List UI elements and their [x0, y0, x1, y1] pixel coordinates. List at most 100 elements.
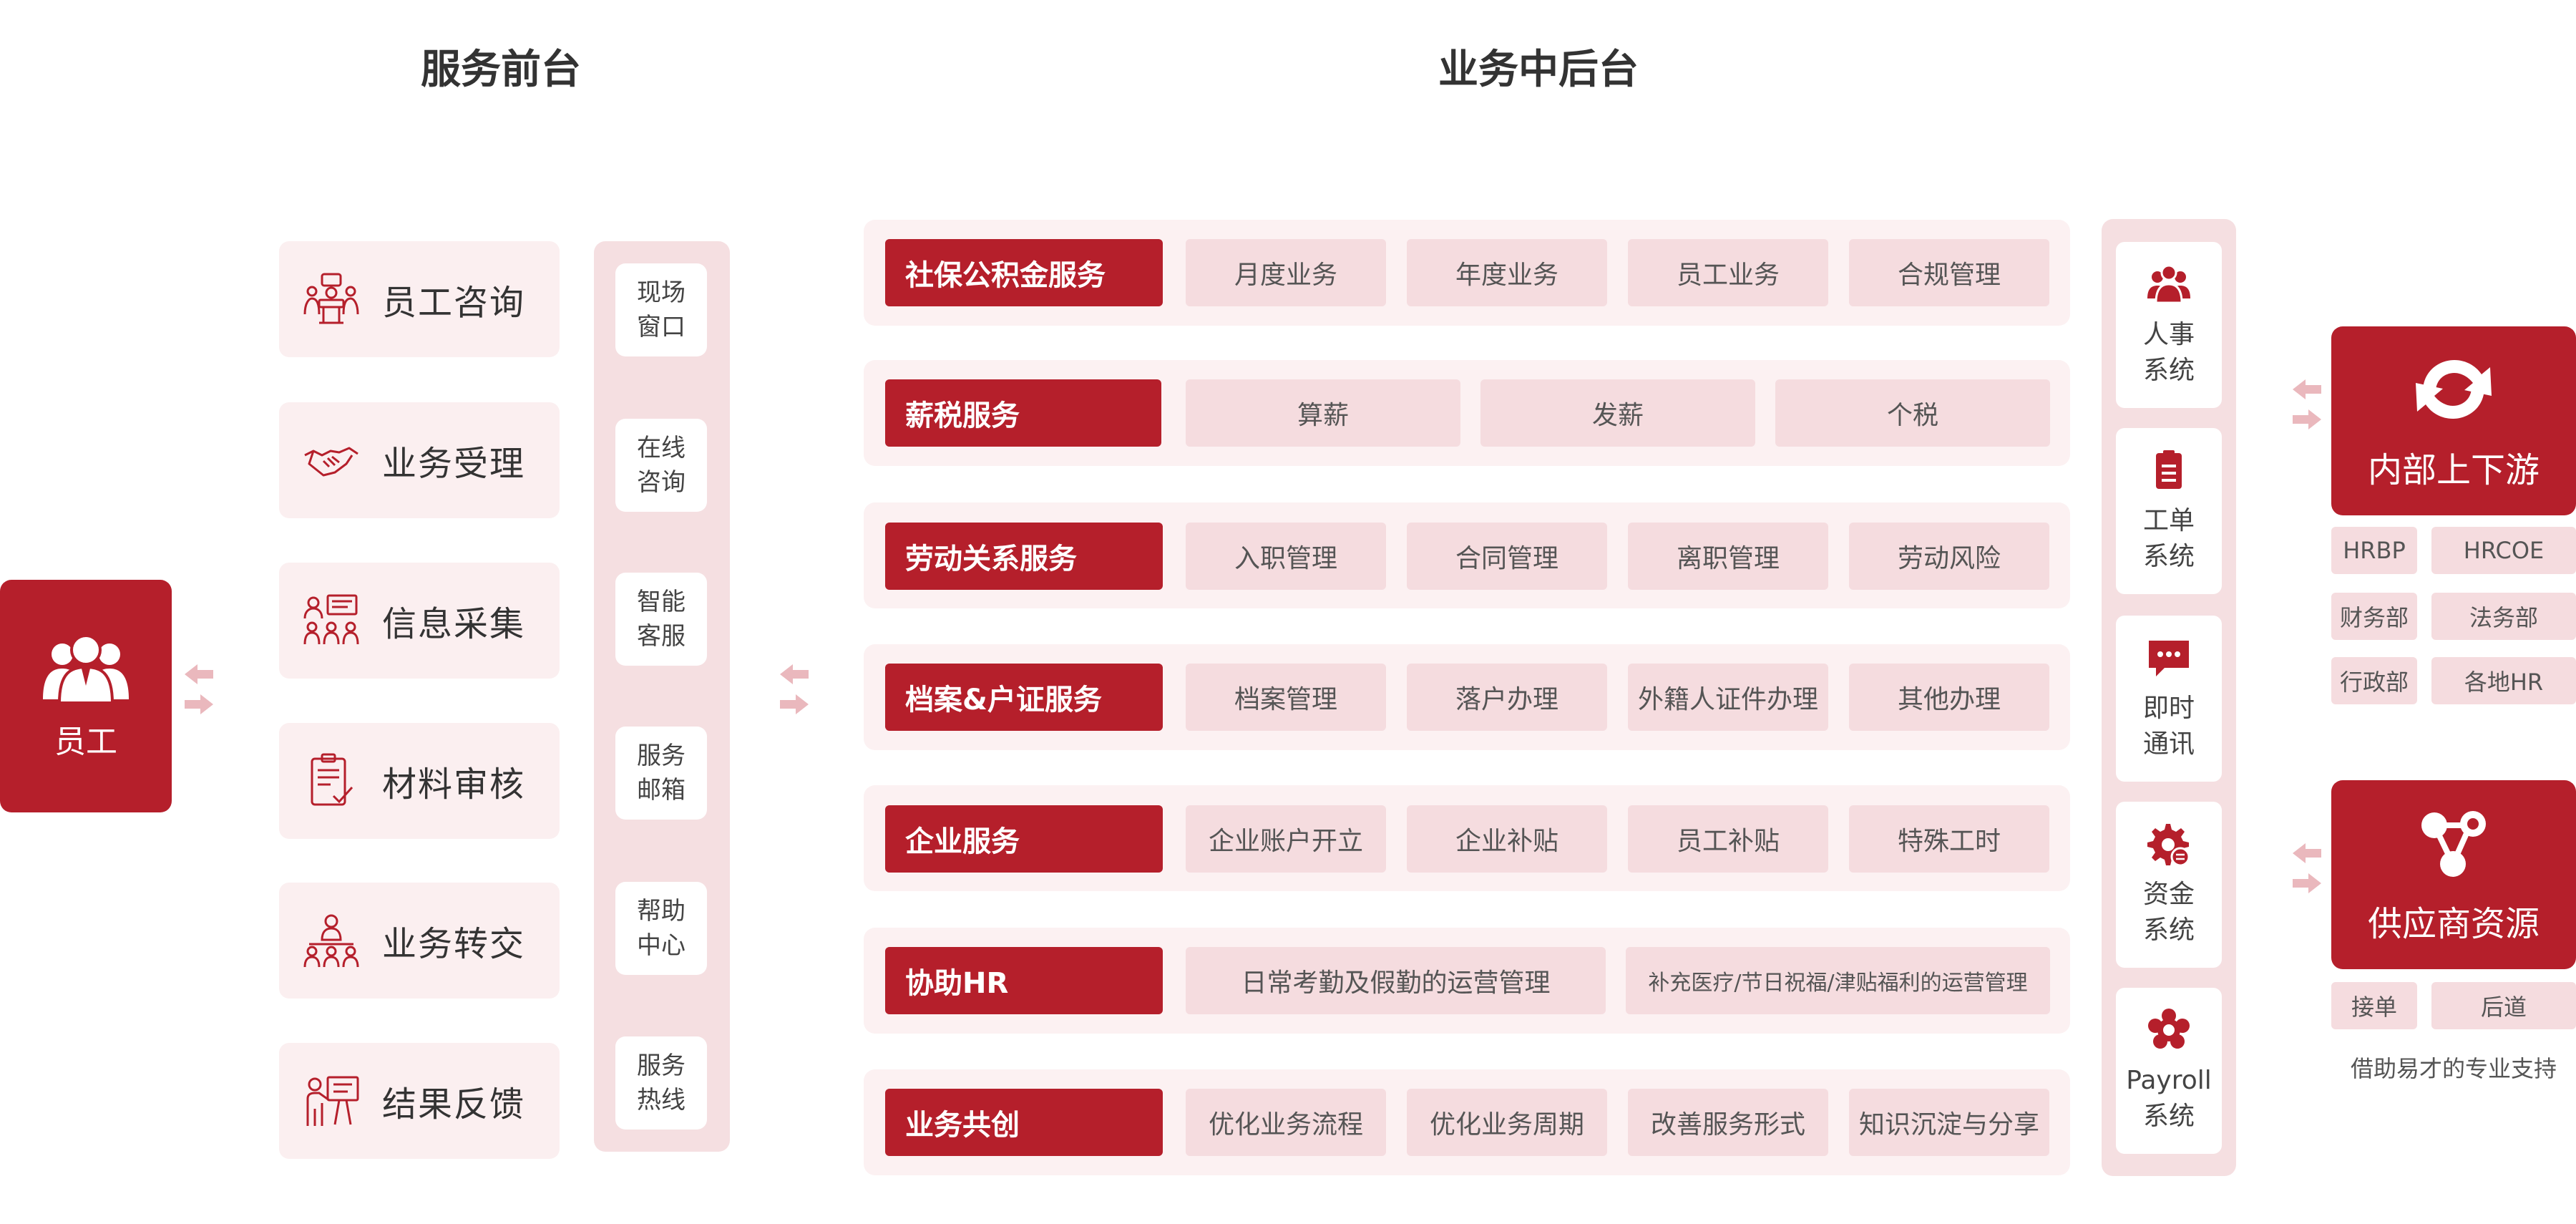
service-title: 业务共创: [885, 1089, 1163, 1156]
front-service-label: 信息采集: [382, 604, 526, 644]
front-service-label: 员工咨询: [382, 283, 526, 323]
channel-line: 邮箱: [637, 776, 686, 805]
arrows-systems-internal: [2293, 379, 2321, 429]
service-item[interactable]: 补充医疗/节日祝福/津贴福利的运营管理: [1626, 947, 2050, 1014]
channel-line: 窗口: [637, 313, 686, 341]
supplier-tag[interactable]: 后道: [2431, 982, 2576, 1029]
service-item[interactable]: 知识沉淀与分享: [1849, 1089, 2049, 1156]
service-item[interactable]: 月度业务: [1186, 239, 1386, 306]
front-service-label: 业务受理: [382, 444, 526, 484]
chat-icon: [2149, 641, 2189, 676]
system-line: 工单: [2142, 506, 2195, 535]
service-item[interactable]: 档案管理: [1186, 664, 1386, 731]
system-line: Payroll: [2126, 1066, 2212, 1095]
channel-line: 在线: [637, 434, 686, 462]
channel-line: 客服: [637, 622, 686, 651]
system-funds[interactable]: 资金系统: [2116, 802, 2222, 968]
service-item[interactable]: 其他办理: [1849, 664, 2049, 731]
front-service-label: 业务转交: [382, 924, 526, 964]
service-title: 企业服务: [885, 805, 1163, 873]
service-item[interactable]: 特殊工时: [1849, 805, 2049, 873]
service-item[interactable]: 落户办理: [1407, 664, 1607, 731]
ticket-icon: [2156, 450, 2182, 489]
service-title: 薪税服务: [885, 379, 1161, 447]
service-item[interactable]: 外籍人证件办理: [1628, 664, 1828, 731]
channel-onsite[interactable]: 现场窗口: [615, 263, 707, 356]
channel-hotline[interactable]: 服务热线: [615, 1036, 707, 1130]
front-service-consult[interactable]: 员工咨询: [279, 241, 560, 357]
arrow-left-icon: [185, 664, 213, 684]
gear-coin-icon: [2147, 824, 2190, 867]
system-line: 系统: [2142, 356, 2195, 385]
internal-tag[interactable]: HRCOE: [2431, 527, 2576, 574]
channel-online[interactable]: 在线咨询: [615, 419, 707, 512]
front-service-review[interactable]: 材料审核: [279, 723, 560, 839]
channel-line: 中心: [637, 931, 686, 960]
system-line: 资金: [2142, 880, 2195, 909]
service-item[interactable]: 入职管理: [1186, 523, 1386, 590]
service-item[interactable]: 劳动风险: [1849, 523, 2049, 590]
service-item[interactable]: 优化业务周期: [1407, 1089, 1607, 1156]
service-item[interactable]: 员工补贴: [1628, 805, 1828, 873]
service-item[interactable]: 企业账户开立: [1186, 805, 1386, 873]
service-item[interactable]: 离职管理: [1628, 523, 1828, 590]
arrows-front-back: [780, 664, 809, 714]
supplier-note: 借助易才的专业支持: [2350, 1055, 2557, 1082]
front-service-label: 材料审核: [382, 764, 526, 805]
arrow-right-icon: [780, 694, 809, 714]
front-service-accept[interactable]: 业务受理: [279, 402, 560, 518]
arrow-left-icon: [780, 664, 809, 684]
service-item[interactable]: 发薪: [1480, 379, 1755, 447]
flower-gear-icon: [2148, 1009, 2190, 1049]
service-item[interactable]: 员工业务: [1628, 239, 1828, 306]
channel-line: 服务: [637, 1051, 686, 1080]
people-icon: [2147, 264, 2190, 304]
internal-tag[interactable]: HRBP: [2331, 527, 2417, 574]
arrow-right-icon: [185, 694, 213, 714]
service-item[interactable]: 算薪: [1186, 379, 1460, 447]
arrows-employee-front: [185, 664, 213, 714]
service-item[interactable]: 合同管理: [1407, 523, 1607, 590]
channel-smart-service[interactable]: 智能客服: [615, 573, 707, 666]
employee-box: 员工: [0, 580, 172, 812]
system-hr[interactable]: 人事系统: [2116, 242, 2222, 408]
channel-line: 服务: [637, 742, 686, 770]
front-service-feedback[interactable]: 结果反馈: [279, 1043, 560, 1159]
front-service-label: 结果反馈: [382, 1084, 526, 1125]
team-transfer-icon: [303, 914, 359, 968]
channel-line: 热线: [637, 1086, 686, 1114]
service-title: 协助HR: [885, 947, 1163, 1014]
arrow-left-icon: [2293, 843, 2321, 863]
service-item[interactable]: 个税: [1775, 379, 2050, 447]
channel-line: 帮助: [637, 897, 686, 926]
system-line: 人事: [2142, 320, 2195, 349]
internal-tag[interactable]: 财务部: [2331, 593, 2417, 640]
clipboard-check-icon: [311, 753, 353, 806]
sync-arrows-icon: [2416, 360, 2492, 419]
service-item[interactable]: 日常考勤及假勤的运营管理: [1186, 947, 1606, 1014]
service-item[interactable]: 企业补贴: [1407, 805, 1607, 873]
system-ticket[interactable]: 工单系统: [2116, 428, 2222, 594]
group-info-icon: [303, 594, 359, 645]
internal-tag[interactable]: 法务部: [2431, 593, 2576, 640]
service-item[interactable]: 优化业务流程: [1186, 1089, 1386, 1156]
channel-mailbox[interactable]: 服务邮箱: [615, 727, 707, 820]
front-service-collect[interactable]: 信息采集: [279, 563, 560, 679]
front-service-transfer[interactable]: 业务转交: [279, 883, 560, 999]
internal-tag[interactable]: 行政部: [2331, 657, 2417, 704]
channel-column: [594, 241, 730, 1152]
channel-help-center[interactable]: 帮助中心: [615, 882, 707, 975]
system-im[interactable]: 即时通讯: [2116, 616, 2222, 782]
service-item[interactable]: 年度业务: [1407, 239, 1607, 306]
service-item[interactable]: 合规管理: [1849, 239, 2049, 306]
meeting-icon: [303, 273, 359, 324]
network-icon: [2421, 811, 2486, 877]
internal-tag[interactable]: 各地HR: [2431, 657, 2576, 704]
system-line: 系统: [2142, 542, 2195, 571]
service-item[interactable]: 改善服务形式: [1628, 1089, 1828, 1156]
supplier-tag[interactable]: 接单: [2331, 982, 2417, 1029]
front-heading: 服务前台: [421, 47, 581, 93]
supplier-box: 供应商资源: [2331, 780, 2576, 969]
presentation-icon: [306, 1076, 359, 1126]
